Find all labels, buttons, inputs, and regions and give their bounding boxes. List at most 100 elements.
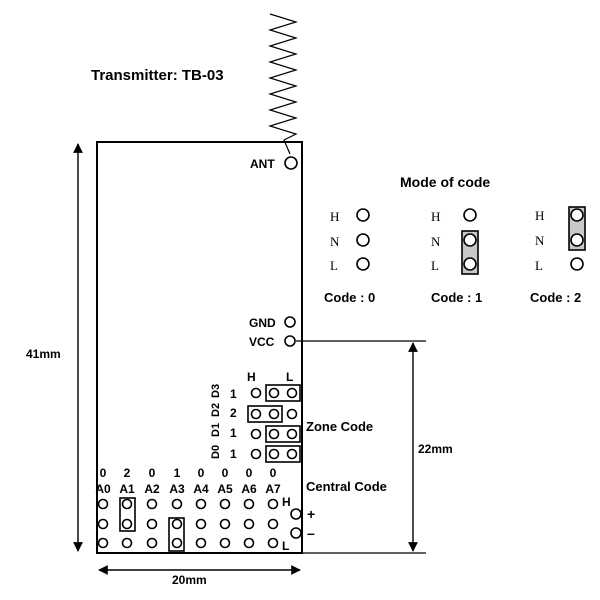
zone-jumper-d2 bbox=[247, 405, 283, 423]
zone-bit-d2: D2 bbox=[210, 403, 222, 417]
central-bit-a7: A7 bbox=[265, 482, 281, 496]
zone-jumper-d0 bbox=[265, 445, 301, 463]
code-0-label: Code : 0 bbox=[324, 290, 375, 305]
code-1-hole-l bbox=[463, 257, 477, 271]
central-hole bbox=[146, 498, 158, 510]
zone-header-l: L bbox=[286, 370, 293, 384]
central-value-a4: 0 bbox=[198, 466, 205, 480]
central-hole bbox=[146, 518, 158, 530]
zone-value-d2: 2 bbox=[230, 406, 237, 420]
central-l-label: L bbox=[282, 539, 289, 553]
central-jumper-a1 bbox=[119, 497, 136, 532]
central-hole bbox=[267, 518, 279, 530]
central-h-label: H bbox=[282, 495, 291, 509]
zone-hole bbox=[268, 428, 280, 440]
code-0-group: H N L Code : 0 bbox=[324, 208, 375, 305]
central-hole bbox=[146, 537, 158, 549]
central-hole bbox=[243, 498, 255, 510]
code-1-hole-h bbox=[463, 208, 477, 222]
central-hole bbox=[171, 518, 183, 530]
central-value-a6: 0 bbox=[246, 466, 253, 480]
pin-span-dimension-label: 22mm bbox=[418, 442, 453, 456]
zone-jumper-d3 bbox=[265, 384, 301, 402]
central-hole bbox=[121, 498, 133, 510]
diagram-title: Transmitter: TB-03 bbox=[91, 67, 224, 84]
power-minus-label: – bbox=[307, 525, 315, 541]
zone-hole bbox=[268, 387, 280, 399]
central-hole bbox=[219, 537, 231, 549]
zone-hole bbox=[286, 408, 298, 420]
zone-hole bbox=[268, 448, 280, 460]
code-2-label: Code : 2 bbox=[530, 290, 581, 305]
code-2-hole-n bbox=[570, 233, 584, 247]
central-bit-a1: A1 bbox=[119, 482, 135, 496]
code-0-level-h: H bbox=[330, 209, 339, 224]
central-hole bbox=[195, 537, 207, 549]
zone-hole bbox=[250, 448, 262, 460]
central-bit-a5: A5 bbox=[217, 482, 233, 496]
central-hole bbox=[243, 537, 255, 549]
ant-pin bbox=[284, 156, 298, 170]
width-dimension-label: 20mm bbox=[172, 573, 207, 587]
code-2-level-n: N bbox=[535, 233, 545, 248]
zone-header-h: H bbox=[247, 370, 256, 384]
central-hole bbox=[121, 518, 133, 530]
central-bit-a6: A6 bbox=[241, 482, 257, 496]
code-1-group: H N L Code : 1 bbox=[431, 208, 482, 305]
central-hole bbox=[267, 498, 279, 510]
zone-hole bbox=[286, 448, 298, 460]
zone-hole bbox=[268, 408, 280, 420]
central-value-a0: 0 bbox=[100, 466, 107, 480]
central-value-a7: 0 bbox=[270, 466, 277, 480]
central-hole bbox=[219, 518, 231, 530]
code-2-group: H N L Code : 2 bbox=[530, 206, 586, 305]
central-value-a3: 1 bbox=[174, 466, 181, 480]
code-1-level-h: H bbox=[431, 209, 440, 224]
gnd-label: GND bbox=[249, 316, 276, 330]
central-bit-a3: A3 bbox=[169, 482, 185, 496]
ant-label: ANT bbox=[250, 157, 275, 171]
central-hole bbox=[219, 498, 231, 510]
central-bit-a0: A0 bbox=[95, 482, 111, 496]
central-hole bbox=[171, 498, 183, 510]
central-value-a2: 0 bbox=[149, 466, 156, 480]
central-hole bbox=[243, 518, 255, 530]
central-jumper-a3 bbox=[168, 517, 185, 552]
code-1-label: Code : 1 bbox=[431, 290, 482, 305]
code-1-hole-n bbox=[463, 233, 477, 247]
power-plus-pin bbox=[290, 508, 302, 520]
zone-hole bbox=[250, 408, 262, 420]
power-minus-pin bbox=[290, 527, 302, 539]
central-hole bbox=[97, 537, 109, 549]
central-hole bbox=[121, 537, 133, 549]
code-2-hole-l bbox=[570, 257, 584, 271]
central-hole bbox=[195, 518, 207, 530]
central-bit-a2: A2 bbox=[144, 482, 160, 496]
height-dimension-label: 41mm bbox=[26, 347, 61, 361]
central-hole bbox=[97, 518, 109, 530]
central-code-block: Central Code 0 2 0 1 0 0 0 0 A0 A1 A2 A3… bbox=[95, 466, 387, 553]
module-board bbox=[96, 141, 303, 554]
code-0-level-n: N bbox=[330, 234, 340, 249]
vcc-label: VCC bbox=[249, 335, 275, 349]
central-value-a1: 2 bbox=[124, 466, 131, 480]
zone-code-label: Zone Code bbox=[306, 419, 373, 434]
zone-value-d3: 1 bbox=[230, 387, 237, 401]
antenna-coil bbox=[267, 13, 299, 155]
zone-code-block: H L D3 D2 D1 D0 1 2 1 1 Zone Code bbox=[210, 370, 373, 463]
code-0-hole-h bbox=[356, 208, 370, 222]
vcc-pin bbox=[284, 335, 296, 347]
central-hole bbox=[97, 498, 109, 510]
code-1-level-l: L bbox=[431, 258, 439, 273]
code-2-level-h: H bbox=[535, 208, 544, 223]
zone-value-d1: 1 bbox=[230, 426, 237, 440]
central-hole bbox=[171, 537, 183, 549]
central-bit-a4: A4 bbox=[193, 482, 209, 496]
zone-bit-d0: D0 bbox=[210, 445, 222, 459]
code-2-hole-h bbox=[570, 208, 584, 222]
code-0-hole-n bbox=[356, 233, 370, 247]
central-code-label: Central Code bbox=[306, 479, 387, 494]
zone-hole bbox=[286, 428, 298, 440]
mode-of-code-title: Mode of code bbox=[400, 174, 490, 190]
